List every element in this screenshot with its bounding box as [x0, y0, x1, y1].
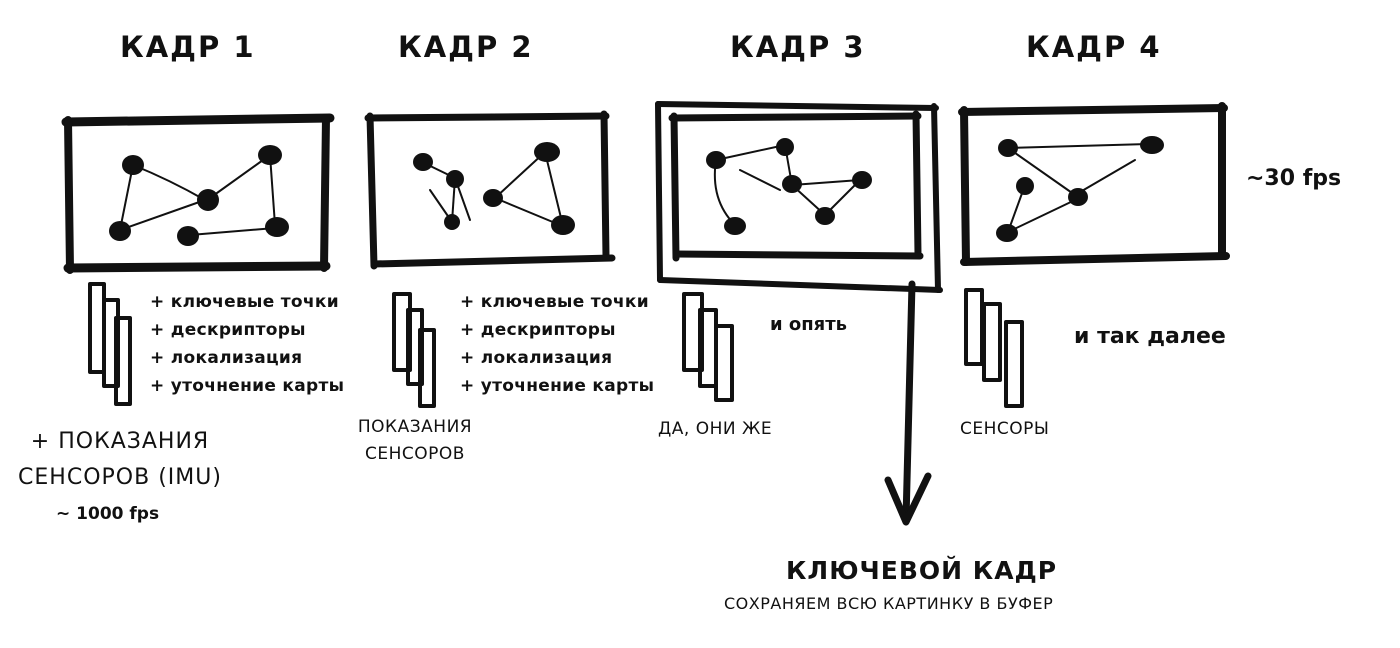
sensor-line-1: ПОКАЗАНИЯ — [357, 417, 473, 437]
frame-3-note: и опять — [770, 314, 848, 335]
frame-1-sensor-fps: ~ 1000 fps — [56, 504, 160, 524]
frame-1-image — [61, 113, 335, 274]
sensor-line-1: + ПОКАЗАНИЯ — [30, 429, 210, 454]
sensor-stack-4 — [964, 288, 1024, 408]
list-item: + локализация — [150, 348, 303, 368]
frame-2-sensor-caption: ПОКАЗАНИЯ СЕНСОРОВ — [350, 414, 480, 468]
sensor-line-2: СЕНСОРОВ — [365, 444, 465, 464]
frame-2-bullet-list: + ключевые точки + дескрипторы + локализ… — [460, 288, 654, 400]
list-item: + уточнение карты — [150, 376, 345, 396]
sensor-stack-3 — [682, 292, 734, 402]
keyframe-title: КЛЮЧЕВОЙ КАДР — [786, 556, 1058, 585]
frame-1-title: КАДР 1 — [120, 30, 256, 64]
frame-4-image — [958, 102, 1230, 266]
frame-2-title: КАДР 2 — [398, 30, 534, 64]
frame-1-sensor-caption: + ПОКАЗАНИЯ СЕНСОРОВ (IMU) — [0, 424, 240, 496]
list-item: + локализация — [460, 348, 613, 368]
sensor-stack-2 — [392, 292, 436, 408]
frame-4-title: КАДР 4 — [1026, 30, 1162, 64]
list-item: + дескрипторы — [150, 320, 306, 340]
list-item: + ключевые точки — [460, 292, 649, 312]
frame-3-title: КАДР 3 — [730, 30, 866, 64]
list-item: + дескрипторы — [460, 320, 616, 340]
list-item: + уточнение карты — [460, 376, 655, 396]
keyframe-subtitle: СОХРАНЯЕМ ВСЮ КАРТИНКУ В БУФЕР — [724, 594, 1054, 613]
sensor-stack-1 — [88, 282, 132, 406]
frame-1-bullet-list: + ключевые точки + дескрипторы + локализ… — [150, 288, 344, 400]
fps-label: ~30 fps — [1246, 166, 1342, 191]
frame-3-sensor-label: ДА, ОНИ ЖЕ — [658, 419, 773, 439]
frame-4-note: и так далее — [1074, 324, 1226, 349]
frame-3-image — [655, 101, 943, 526]
sensor-line-2: СЕНСОРОВ (IMU) — [18, 465, 222, 490]
frame-4-sensor-label: СЕНСОРЫ — [960, 419, 1050, 439]
list-item: + ключевые точки — [150, 292, 339, 312]
frame-2-image — [364, 110, 616, 270]
